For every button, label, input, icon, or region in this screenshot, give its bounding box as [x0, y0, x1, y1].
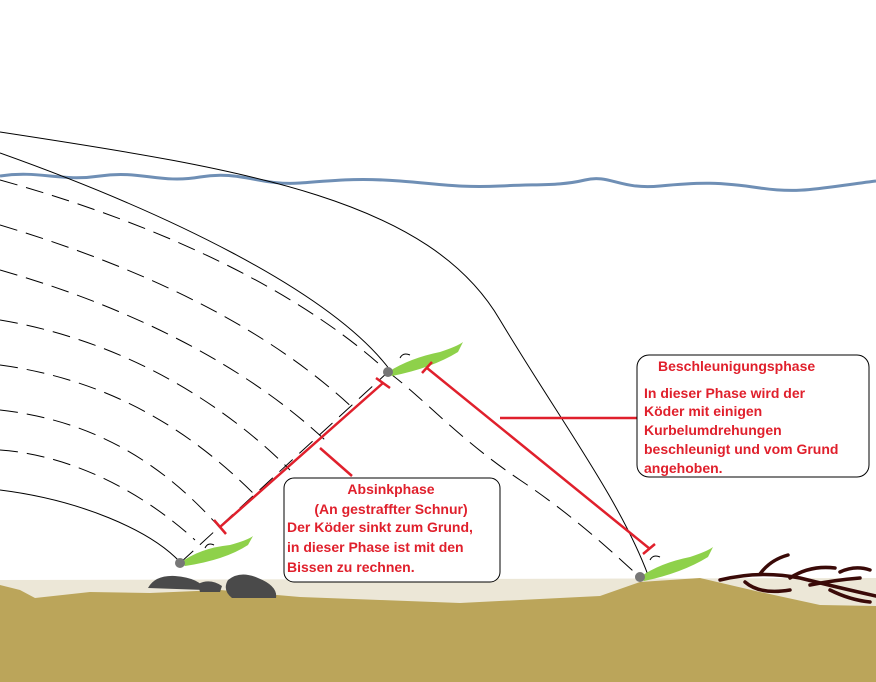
sink-leader-line — [319, 447, 353, 477]
sand-ground — [0, 578, 876, 682]
accel-box-line: angehoben. — [644, 460, 723, 476]
sink-box-line: Der Köder sinkt zum Grund, — [287, 519, 473, 535]
sink-box-subtitle: (An gestraffter Schnur) — [314, 501, 467, 517]
sink-box-title: Absinkphase — [347, 481, 434, 497]
roots-icon — [718, 553, 876, 604]
water-surface — [0, 172, 876, 192]
lure-icon — [175, 536, 253, 568]
accel-phase-box: Beschleunigungsphase In dieser Phase wir… — [636, 354, 870, 478]
lure-icon — [635, 547, 713, 582]
phase-arrows — [213, 361, 656, 555]
accel-box-line: Köder mit einigen — [644, 403, 762, 419]
sink-box-line: in dieser Phase ist mit den — [287, 539, 464, 555]
sink-phase-box: Absinkphase (An gestraffter Schnur) Der … — [283, 477, 501, 583]
accel-box-title: Beschleunigungsphase — [658, 358, 815, 374]
accel-box-line: Kurbelumdrehungen — [644, 422, 782, 438]
lures — [175, 342, 713, 582]
accel-phase-arrow — [421, 361, 656, 555]
accel-box-line: In dieser Phase wird der — [644, 385, 806, 401]
rocks — [148, 574, 277, 598]
sink-phase-arrow — [213, 376, 391, 535]
lure-icon — [383, 342, 463, 377]
sink-box-line: Bissen zu rechnen. — [287, 559, 415, 575]
fishing-lines — [0, 131, 649, 578]
accel-box-line: beschleunigt und vom Grund — [644, 441, 838, 457]
